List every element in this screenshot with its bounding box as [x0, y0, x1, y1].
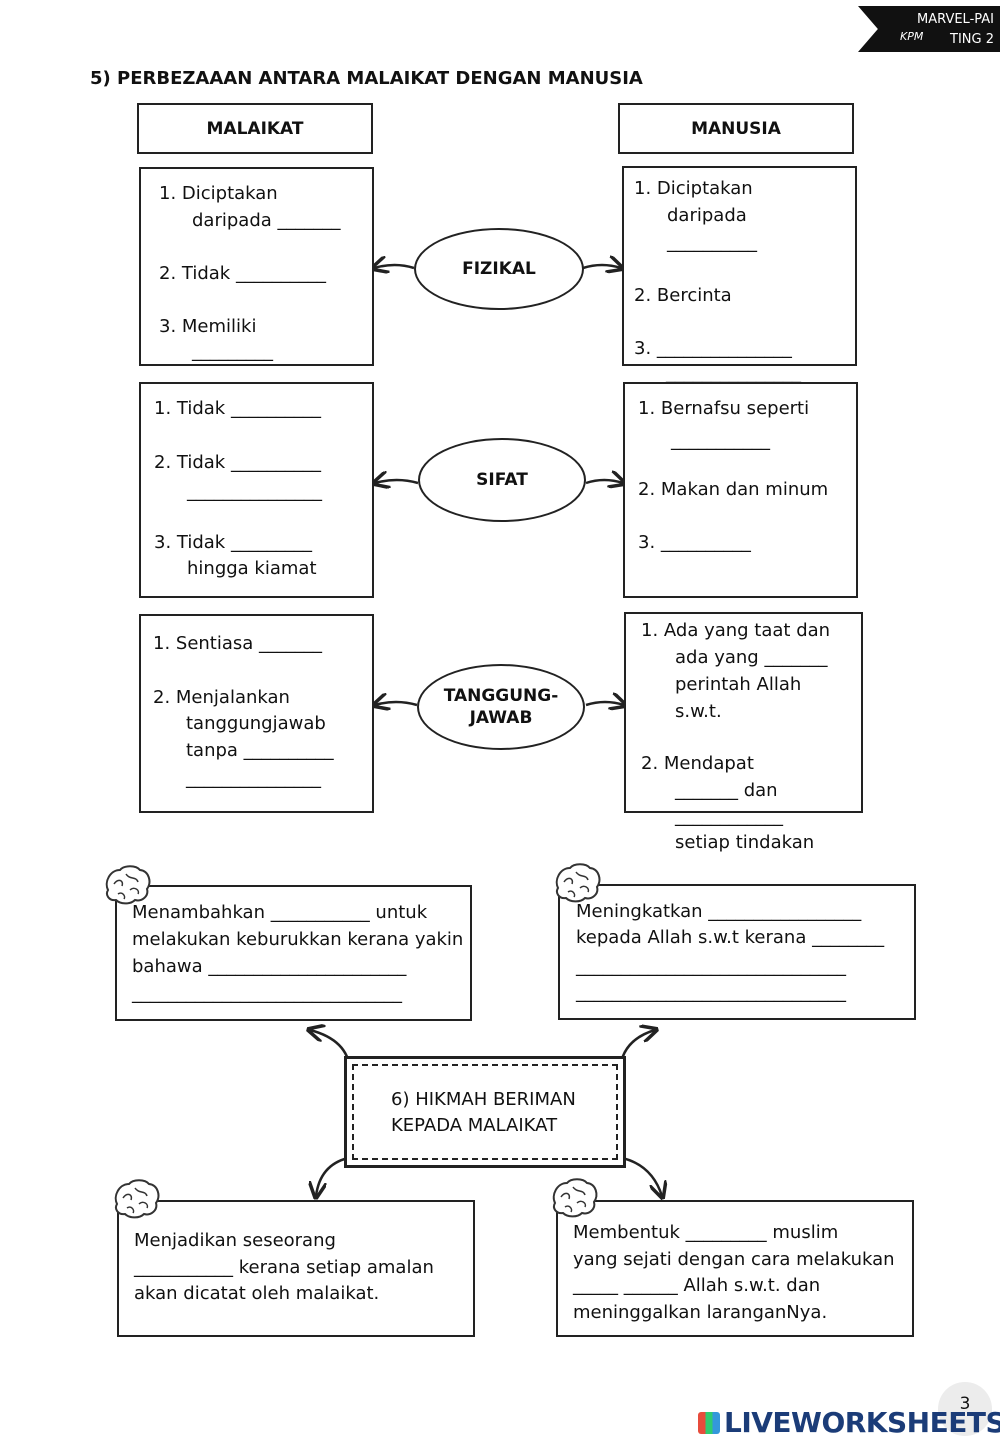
tanggungjawab-manusia-line-2: ada yang _______: [675, 647, 828, 668]
hikmah-bottom-left-line-1: Menjadikan seseorang: [134, 1230, 336, 1251]
hikmah-center-box: 6) HIKMAH BERIMAN KEPADA MALAIKAT: [344, 1056, 626, 1168]
brain-icon: [114, 1179, 160, 1219]
tanggungjawab-manusia-line-8: setiap tindakan: [675, 832, 815, 853]
tanggungjawab-ellipse: TANGGUNG- JAWAB: [417, 664, 585, 750]
hikmah-bottom-left-box: Menjadikan seseorang ___________ kerana …: [117, 1200, 475, 1337]
hikmah-top-right-line-4: ______________________________: [576, 982, 846, 1003]
tanggungjawab-manusia-line-1: 1. Ada yang taat dan: [641, 620, 831, 641]
brain-icon: [105, 865, 151, 905]
hikmah-center-line-1: 6) HIKMAH BERIMAN: [391, 1089, 576, 1110]
fizikal-ellipse: FIZIKAL: [414, 228, 584, 310]
fizikal-manusia-line-5: 3. _______________: [634, 338, 792, 359]
tanggungjawab-malaikat-line-3: tanggungjawab: [186, 713, 326, 734]
tanggungjawab-label-2: JAWAB: [469, 708, 533, 728]
hikmah-bottom-left-line-2: ___________ kerana setiap amalan: [134, 1257, 434, 1278]
sifat-manusia-line-3: 2. Makan dan minum: [638, 479, 829, 500]
hikmah-top-right-line-2: kepada Allah s.w.t kerana ________: [576, 927, 885, 948]
brain-icon: [552, 1178, 598, 1218]
hikmah-center-dashed-border: [352, 1064, 618, 1160]
tanggungjawab-manusia-line-7: ____________: [675, 806, 783, 827]
page-number: 3: [938, 1382, 992, 1436]
hikmah-bottom-left-line-3: akan dicatat oleh malaikat.: [134, 1283, 380, 1304]
tanggungjawab-manusia-line-3: perintah Allah: [675, 674, 802, 695]
tanggungjawab-label-1: TANGGUNG-: [443, 686, 559, 706]
sifat-malaikat-line-1: 1. Tidak __________: [154, 398, 321, 419]
hikmah-center-text: 6) HIKMAH BERIMAN KEPADA MALAIKAT: [391, 1087, 576, 1139]
header-malaikat: MALAIKAT: [137, 103, 373, 154]
fizikal-malaikat-box: 1. Diciptakan daripada _______ 2. Tidak …: [139, 167, 374, 366]
hikmah-bottom-right-box: Membentuk _________ muslim yang sejati d…: [556, 1200, 914, 1337]
tanggungjawab-malaikat-line-2: 2. Menjalankan: [153, 687, 290, 708]
fizikal-manusia-line-3: __________: [667, 232, 757, 253]
fizikal-manusia-box: 1. Diciptakan daripada __________ 2. Ber…: [622, 166, 857, 366]
sifat-manusia-line-2: ___________: [671, 430, 770, 451]
sifat-malaikat-line-4: 3. Tidak _________: [154, 532, 312, 553]
sifat-malaikat-box: 1. Tidak __________ 2. Tidak __________ …: [139, 382, 374, 598]
fizikal-malaikat-line-3: 2. Tidak __________: [159, 263, 326, 284]
sifat-manusia-line-1: 1. Bernafsu seperti: [638, 398, 810, 419]
tanggungjawab-malaikat-line-4: tanpa __________: [186, 740, 334, 761]
hikmah-top-right-box: Meningkatkan _________________ kepada Al…: [558, 884, 916, 1020]
hikmah-top-right-line-1: Meningkatkan _________________: [576, 901, 862, 922]
hikmah-top-left-line-3: bahawa ______________________: [132, 956, 407, 977]
liveworksheets-logo-text: LIVEWORKSHEETS: [724, 1406, 1000, 1439]
fizikal-manusia-line-2: daripada: [667, 205, 747, 226]
brain-icon: [555, 863, 601, 903]
hikmah-top-left-line-1: Menambahkan ___________ untuk: [132, 902, 428, 923]
hikmah-top-left-box: Menambahkan ___________ untuk melakukan …: [115, 885, 472, 1021]
hikmah-bottom-right-line-1: Membentuk _________ muslim: [573, 1222, 839, 1243]
hikmah-center-line-2: KEPADA MALAIKAT: [391, 1115, 558, 1136]
fizikal-manusia-line-4: 2. Bercinta: [634, 285, 732, 306]
sifat-ellipse: SIFAT: [418, 438, 586, 522]
fizikal-malaikat-line-5: _________: [192, 341, 273, 362]
tanggungjawab-manusia-line-5: 2. Mendapat: [641, 753, 754, 774]
hikmah-bottom-right-line-4: meninggalkan laranganNya.: [573, 1302, 828, 1323]
fizikal-malaikat-line-1: 1. Diciptakan: [159, 183, 278, 204]
fizikal-malaikat-line-4: 3. Memiliki: [159, 316, 257, 337]
header-manusia: MANUSIA: [618, 103, 854, 154]
sifat-manusia-box: 1. Bernafsu seperti ___________ 2. Makan…: [623, 382, 858, 598]
tanggungjawab-manusia-line-6: _______ dan: [675, 780, 778, 801]
tanggungjawab-malaikat-line-1: 1. Sentiasa _______: [153, 633, 323, 654]
fizikal-manusia-line-6: _______________: [666, 363, 801, 384]
sifat-malaikat-line-2: 2. Tidak __________: [154, 452, 321, 473]
liveworksheets-icon: [698, 1412, 720, 1434]
sifat-manusia-line-4: 3. __________: [638, 532, 751, 553]
corner-tag: MARVEL-PAI KPM TING 2: [858, 6, 1000, 52]
hikmah-top-left-line-4: ______________________________: [132, 983, 402, 1004]
tanggungjawab-malaikat-box: 1. Sentiasa _______ 2. Menjalankan tangg…: [139, 614, 374, 813]
liveworksheets-logo[interactable]: LIVEWORKSHEETS: [698, 1406, 1000, 1439]
tanggungjawab-malaikat-line-5: _______________: [186, 768, 321, 789]
hikmah-bottom-right-line-3: _____ ______ Allah s.w.t. dan: [573, 1275, 821, 1296]
section-title: 5) PERBEZAAAN ANTARA MALAIKAT DENGAN MAN…: [90, 68, 643, 89]
hikmah-top-left-line-2: melakukan keburukkan kerana yakin: [132, 929, 464, 950]
corner-tag-line1: MARVEL-PAI: [917, 12, 994, 27]
hikmah-top-right-line-3: ______________________________: [576, 956, 846, 977]
corner-tag-line2: TING 2: [950, 32, 994, 47]
ministry-logo-icon: KPM: [900, 30, 924, 43]
tanggungjawab-manusia-box: 1. Ada yang taat dan ada yang _______ pe…: [624, 612, 863, 813]
sifat-malaikat-line-5: hingga kiamat: [187, 558, 317, 579]
hikmah-bottom-right-line-2: yang sejati dengan cara melakukan: [573, 1249, 895, 1270]
tanggungjawab-manusia-line-4: s.w.t.: [675, 701, 722, 722]
sifat-malaikat-line-3: _______________: [187, 481, 322, 502]
fizikal-malaikat-line-2: daripada _______: [192, 210, 341, 231]
fizikal-manusia-line-1: 1. Diciptakan: [634, 178, 753, 199]
